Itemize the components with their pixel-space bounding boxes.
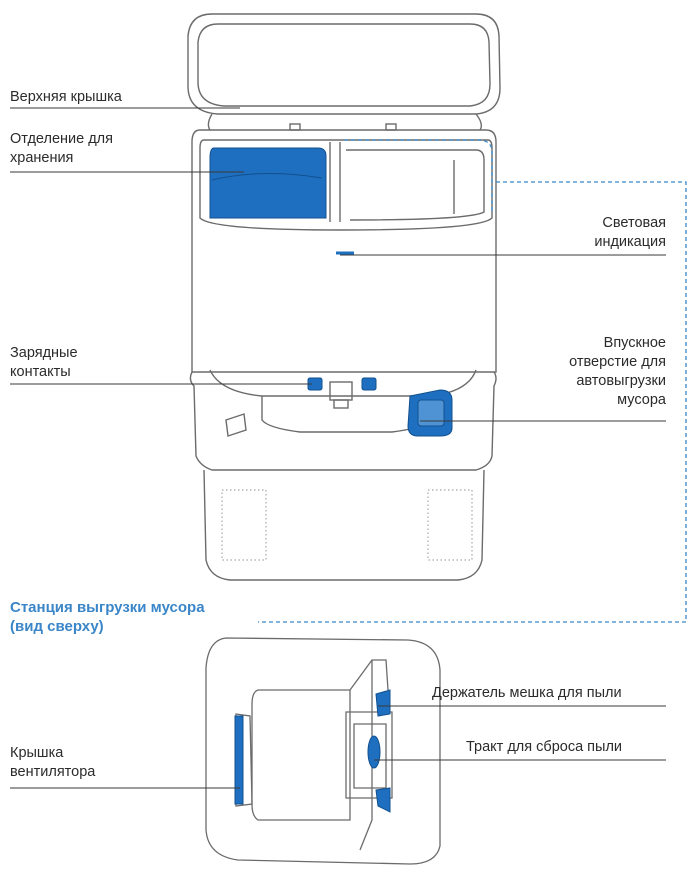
label-top-lid: Верхняя крышка [10, 89, 122, 105]
fan-cover-highlight [234, 715, 244, 805]
dust-bag-holder-highlight-top [375, 689, 391, 717]
dust-discharge-opening [367, 735, 381, 769]
charging-contact-right [361, 377, 377, 391]
dock-base-drawing [189, 369, 497, 581]
label-fan-cover: Крышка вентилятора [10, 745, 96, 780]
label-storage-compartment: Отделение для хранения [10, 131, 113, 166]
section-title-station-top-view: Станция выгрузки мусора (вид сверху) [10, 599, 205, 635]
top-lid-drawing [187, 13, 501, 131]
station-body-drawing [191, 129, 497, 373]
dust-bag-holder-highlight-bottom [375, 787, 391, 813]
highlighted-parts-lower [234, 689, 391, 813]
top-view-illustration [205, 637, 441, 865]
label-indicator-light: Световая индикация [594, 215, 666, 250]
highlighted-parts-upper [209, 147, 453, 437]
storage-compartment-highlight [209, 147, 327, 219]
base-station-illustration [187, 13, 501, 581]
label-dust-discharge-path: Тракт для сброса пыли [466, 739, 623, 755]
dust-bag-dashed-outline [344, 139, 493, 214]
label-charging-contacts: Зарядные контакты [10, 345, 78, 380]
label-auto-empty-inlet: Впускное отверстие для автовыгрузки мусо… [569, 335, 666, 408]
dashed-callout-line [258, 181, 687, 623]
leader-lines [10, 107, 666, 789]
label-dust-bag-holder: Держатель мешка для пыли [432, 685, 622, 701]
